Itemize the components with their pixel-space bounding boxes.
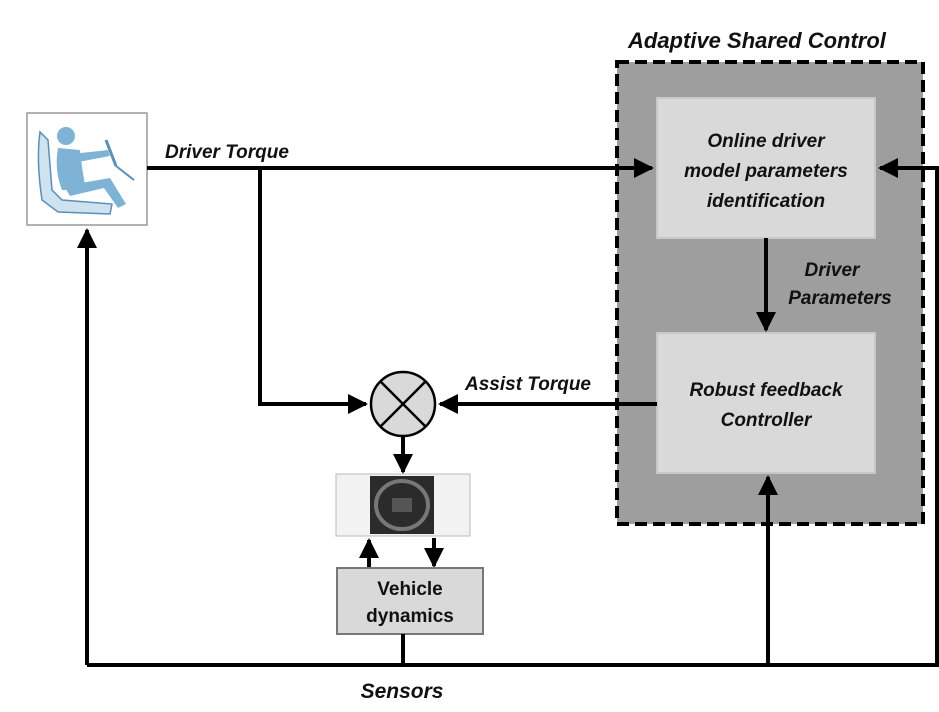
adaptive-shared-control-title: Adaptive Shared Control [627, 28, 887, 53]
driver-seated-icon [26, 112, 148, 226]
identification-line-3: identification [707, 191, 825, 212]
controller-line-2: Controller [721, 410, 813, 431]
identification-block [656, 97, 876, 239]
steering-wheel-photo-icon [335, 473, 471, 537]
vehicle-dynamics-line-1: Vehicle [377, 579, 443, 600]
driver-parameters-label-1: Driver [805, 260, 862, 281]
sensors-to-identification-arrow [878, 158, 939, 665]
vehicle-dynamics-block [336, 567, 484, 635]
identification-line-1: Online driver [707, 131, 826, 152]
controller-line-1: Robust feedback [689, 380, 844, 401]
controller-block [656, 332, 876, 474]
assist-torque-label: Assist Torque [464, 374, 591, 395]
sensors-label: Sensors [361, 680, 444, 703]
driver-torque-branch [258, 168, 368, 414]
driver-torque-label: Driver Torque [165, 142, 289, 163]
identification-line-2: model parameters [684, 161, 848, 182]
vehicle-dynamics-line-2: dynamics [366, 606, 454, 627]
driver-parameters-label-2: Parameters [788, 288, 892, 309]
summing-junction-icon [369, 370, 437, 438]
